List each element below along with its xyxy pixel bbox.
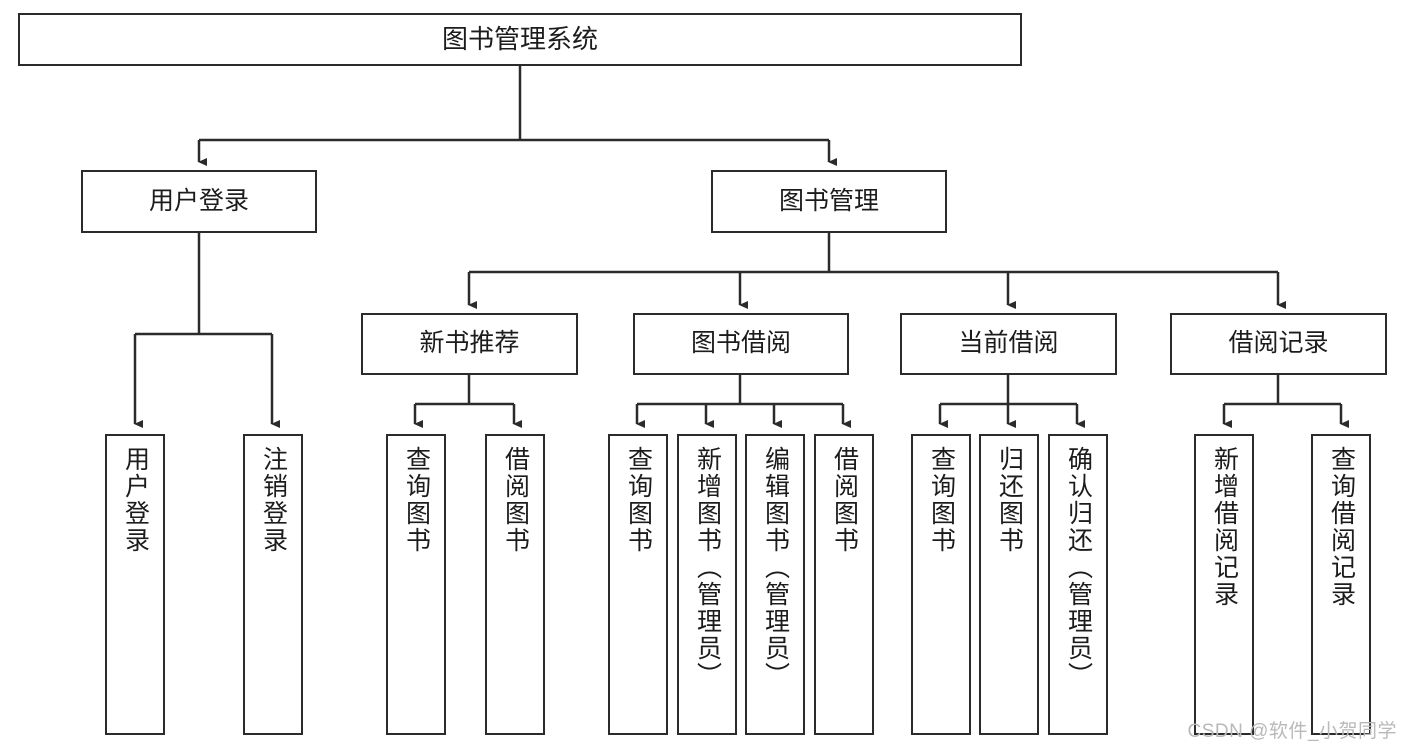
node-label: 注销登录 (259, 446, 288, 554)
node-label: 图书管理系统 (441, 24, 598, 55)
node-leaf-borrow-book-1[interactable]: 借阅图书 (485, 434, 545, 735)
node-label: 借阅图书 (501, 446, 530, 554)
node-leaf-return-book[interactable]: 归还图书 (979, 434, 1039, 735)
node-label: 新增借阅记录 (1210, 446, 1239, 608)
node-leaf-user-logout[interactable]: 注销登录 (243, 434, 303, 735)
node-label: 查询图书 (402, 446, 431, 554)
node-label: 归还图书 (995, 446, 1024, 554)
node-label: 查询借阅记录 (1327, 446, 1356, 608)
node-borrow-record[interactable]: 借阅记录 (1170, 313, 1387, 375)
node-current-borrow[interactable]: 当前借阅 (900, 313, 1117, 375)
node-label: 借阅图书 (830, 446, 859, 554)
node-new-book-recommend[interactable]: 新书推荐 (361, 313, 578, 375)
node-label: 图书管理 (778, 186, 879, 215)
node-root-book-management-system[interactable]: 图书管理系统 (18, 13, 1022, 66)
node-leaf-query-book-3[interactable]: 查询图书 (911, 434, 971, 735)
node-book-management[interactable]: 图书管理 (711, 170, 947, 233)
node-label: 新书推荐 (419, 329, 520, 358)
node-leaf-confirm-return[interactable]: 确认归还（管理员） (1048, 434, 1108, 735)
node-label: 确认归还（管理员） (1064, 446, 1093, 689)
node-user-login[interactable]: 用户登录 (81, 170, 317, 233)
node-leaf-edit-book[interactable]: 编辑图书（管理员） (745, 434, 805, 735)
node-label: 查询图书 (624, 446, 653, 554)
csdn-watermark: CSDN @软件_小贺同学 (1187, 721, 1397, 742)
node-label: 查询图书 (927, 446, 956, 554)
node-label: 编辑图书（管理员） (761, 446, 790, 689)
node-leaf-query-book-2[interactable]: 查询图书 (608, 434, 668, 735)
node-label: 当前借阅 (958, 329, 1059, 358)
node-label: 图书借阅 (690, 329, 791, 358)
node-leaf-borrow-book-2[interactable]: 借阅图书 (814, 434, 874, 735)
node-label: 用户登录 (121, 446, 150, 554)
node-label: 用户登录 (148, 186, 249, 215)
node-book-borrow[interactable]: 图书借阅 (633, 313, 849, 375)
node-leaf-query-record[interactable]: 查询借阅记录 (1311, 434, 1371, 735)
node-leaf-user-login[interactable]: 用户登录 (105, 434, 165, 735)
node-label: 借阅记录 (1228, 329, 1329, 358)
node-leaf-add-book[interactable]: 新增图书（管理员） (677, 434, 737, 735)
node-leaf-query-book-1[interactable]: 查询图书 (386, 434, 446, 735)
node-label: 新增图书（管理员） (693, 446, 722, 689)
node-leaf-add-record[interactable]: 新增借阅记录 (1194, 434, 1254, 735)
